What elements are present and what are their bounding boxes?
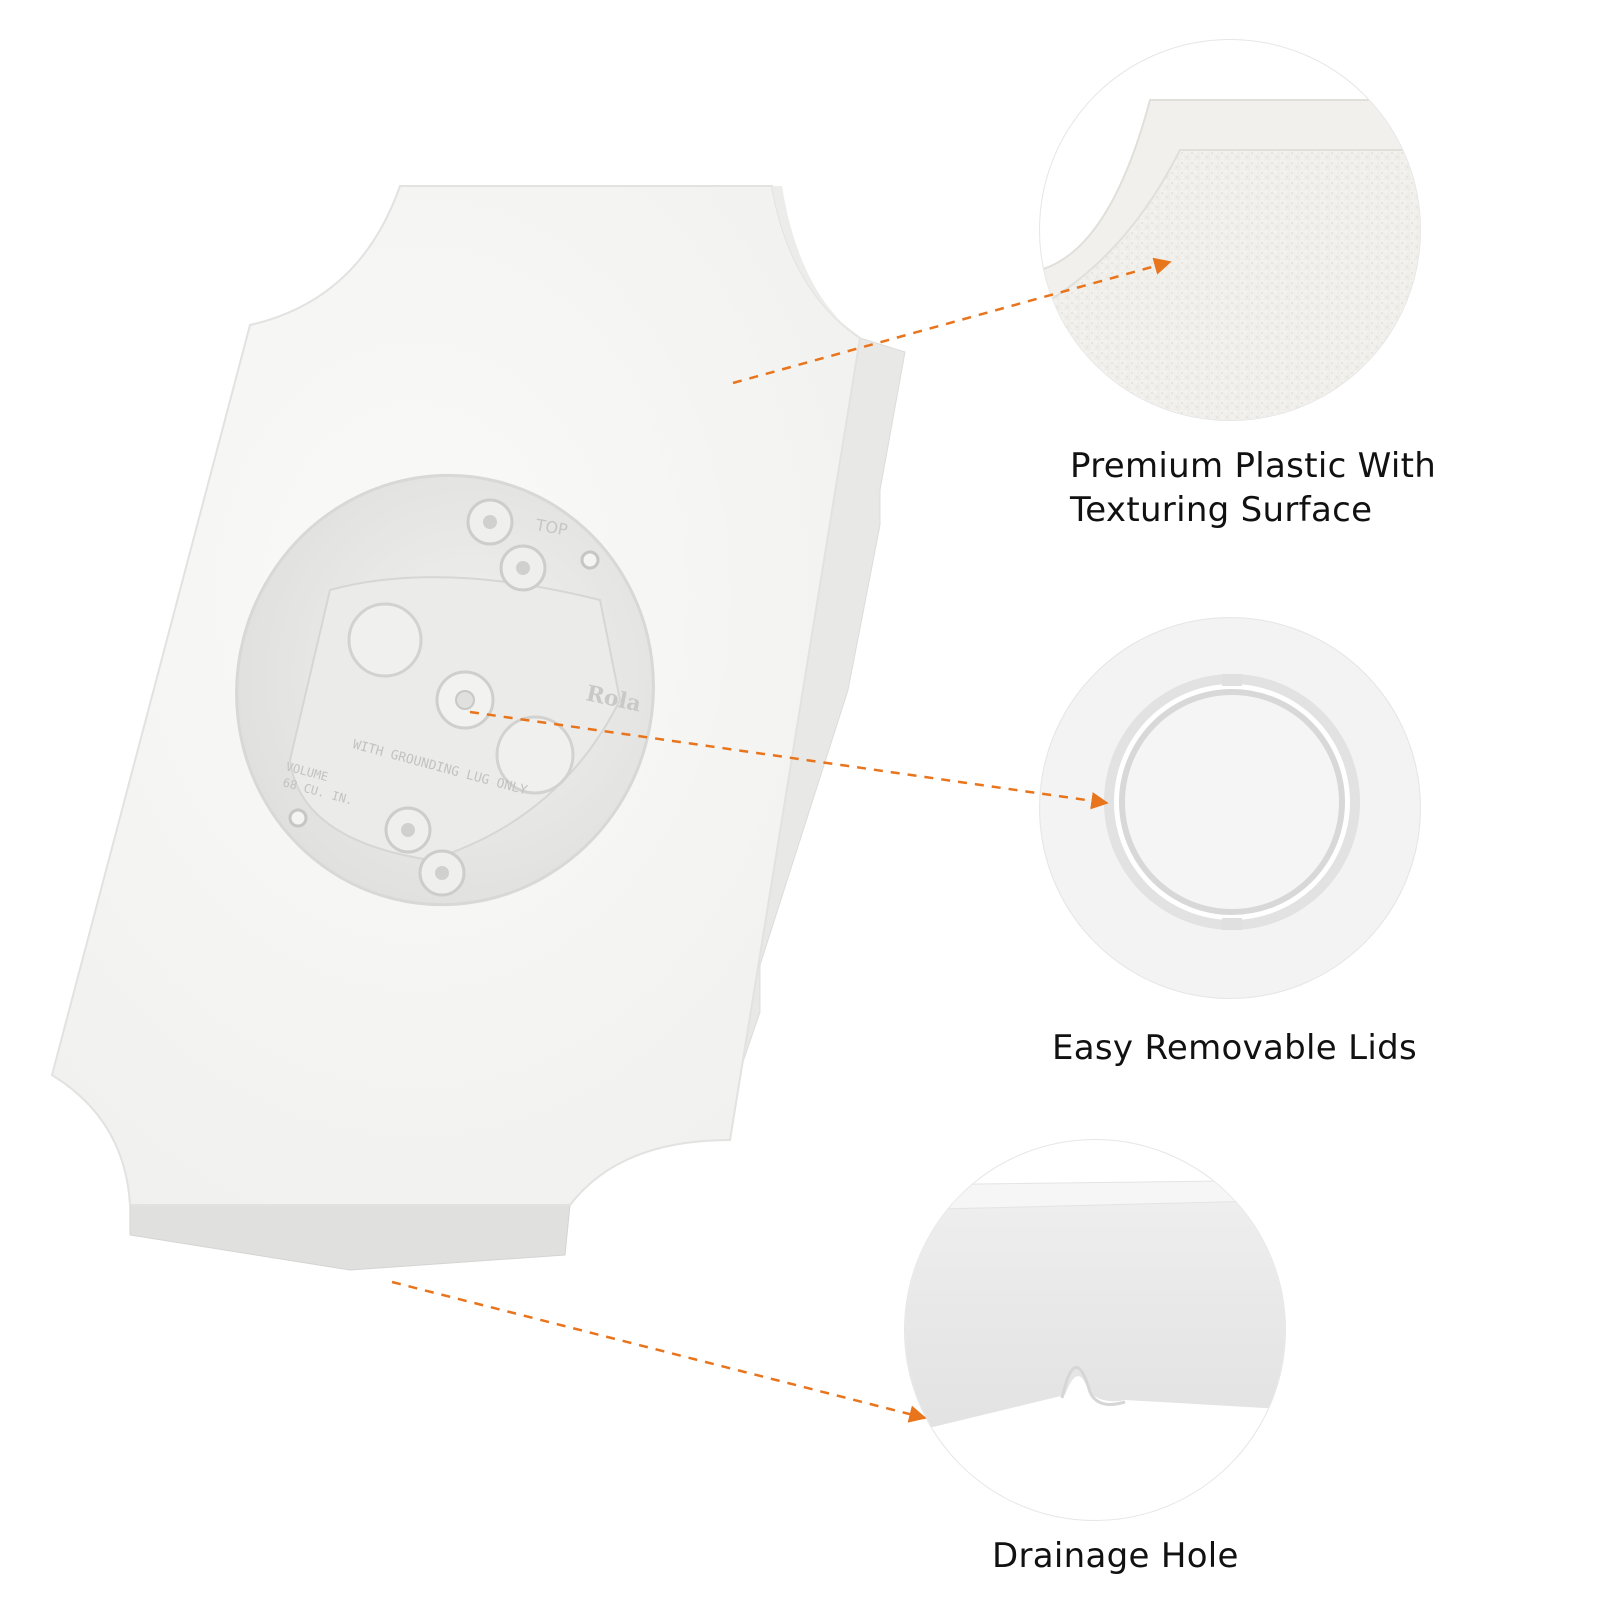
lid-cap — [1119, 689, 1345, 915]
screw-boss-bottom-1-hole — [401, 823, 415, 837]
screw-boss-top-2-hole — [516, 561, 530, 575]
mount-ear-hole-left — [288, 808, 308, 828]
texture-label-line2: Texturing Surface — [1070, 490, 1373, 530]
texture-label-line1: Premium Plastic With — [1070, 446, 1437, 486]
texture-zoom-circle — [1039, 39, 1421, 421]
drainage-feature-label: Drainage Hole — [992, 1536, 1239, 1576]
plate-bottom-side — [129, 1204, 571, 1271]
lids-zoom-circle — [1039, 617, 1421, 999]
center-screw-hex — [455, 690, 475, 710]
drain-notch — [1060, 1366, 1126, 1406]
texture-feature-label: Premium Plastic With Texturing Surface — [1070, 444, 1436, 532]
screw-boss-bottom-2-hole — [435, 866, 449, 880]
drainage-zoom-circle — [904, 1139, 1286, 1521]
drain-plate-underside — [905, 1200, 1285, 1435]
callout-arrow-lids — [469, 710, 1109, 810]
plate-rim — [772, 186, 868, 344]
mounting-block-plate: TOP Rola WITH GROUNDING LUG ONLY VOLUME … — [50, 185, 906, 1271]
knockout-lid-upper — [347, 602, 423, 678]
lids-feature-label: Easy Removable Lids — [1052, 1028, 1417, 1068]
callout-arrow-drain — [391, 1280, 927, 1423]
knockout-lid-lower — [495, 715, 575, 795]
lid-tab-top — [1222, 674, 1242, 686]
mount-ear-hole-right — [580, 550, 600, 570]
screw-boss-top-1-hole — [483, 515, 497, 529]
callout-arrow-texture — [732, 257, 1172, 385]
lid-tab-bottom — [1222, 918, 1242, 930]
drain-plate-top-edge — [905, 1179, 1285, 1211]
